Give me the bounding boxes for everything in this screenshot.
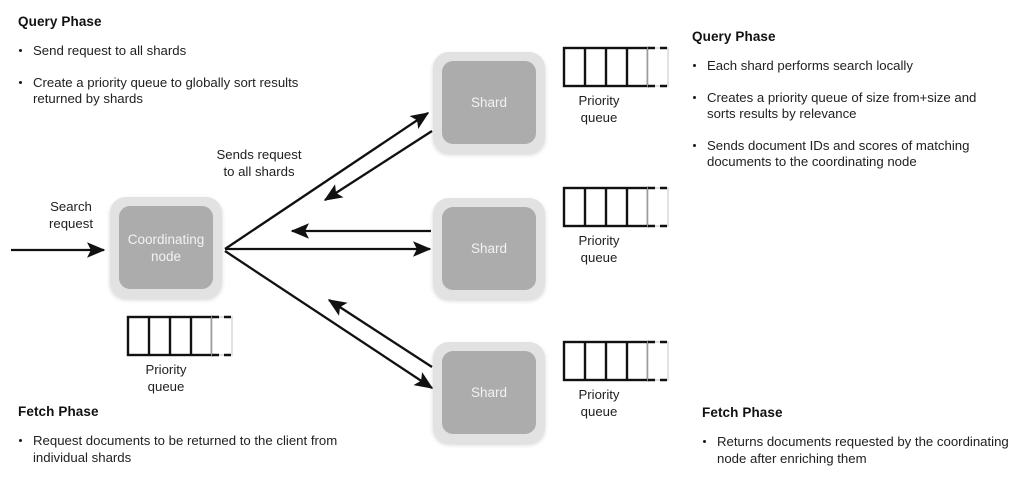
priority-queue-shard-1 bbox=[562, 46, 672, 88]
list-item: Each shard performs search locally bbox=[692, 58, 1007, 75]
queue-continuation-dashes bbox=[212, 315, 236, 357]
priority-queue-shard-3 bbox=[562, 340, 672, 382]
shard-node-body: Shard bbox=[442, 207, 536, 290]
arrow-coordinator-to-shard-3 bbox=[224, 250, 434, 389]
shard-node-2[interactable]: Shard bbox=[433, 198, 545, 299]
queue-cell-empty bbox=[647, 341, 669, 381]
priority-queue-shard-2 bbox=[562, 186, 672, 228]
panel-title: Fetch Phase bbox=[702, 405, 783, 420]
queue-cells bbox=[562, 46, 650, 88]
arrow-coordinator-to-shard-1 bbox=[224, 112, 430, 250]
queue-cells bbox=[562, 340, 650, 382]
panel-fetch-phase-right: Fetch Phase Returns documents requested … bbox=[702, 405, 1012, 467]
list-item-label: Each shard performs search locally bbox=[707, 58, 913, 73]
bullet-dot-icon bbox=[19, 49, 23, 53]
list-item-label: Request documents to be returned to the … bbox=[33, 433, 338, 465]
panel-title: Query Phase bbox=[18, 14, 102, 29]
queue-cell-empty bbox=[211, 316, 233, 356]
list-item-label: Create a priority queue to globally sort… bbox=[33, 74, 299, 107]
bullet-dot-icon bbox=[693, 95, 697, 99]
list-item-label: Returns documents requested by the coord… bbox=[717, 434, 1009, 466]
arrow-shard-1-to-coordinator bbox=[323, 130, 433, 201]
queue-continuation-dashes bbox=[648, 186, 672, 228]
bullet-dot-icon bbox=[19, 439, 23, 443]
panel-query-phase-left: Query Phase Send request to all shards C… bbox=[18, 14, 318, 108]
list-item: Send request to all shards bbox=[18, 43, 318, 60]
list-item-label: Send request to all shards bbox=[33, 43, 187, 58]
shard-node-label: Shard bbox=[470, 241, 508, 256]
bullet-dot-icon bbox=[703, 440, 707, 444]
list-item-label: Creates a priority queue of size from+si… bbox=[707, 89, 977, 122]
panel-title: Query Phase bbox=[692, 29, 776, 44]
list-item: Creates a priority queue of size from+si… bbox=[692, 90, 1007, 123]
list-item: Create a priority queue to globally sort… bbox=[18, 75, 318, 108]
queue-cell-empty bbox=[647, 187, 669, 227]
list-item-label: Sends document IDs and scores of matchin… bbox=[707, 137, 970, 170]
bullet-list: Request documents to be returned to the … bbox=[18, 433, 348, 466]
list-item: Returns documents requested by the coord… bbox=[702, 434, 1012, 467]
bullet-dot-icon bbox=[693, 143, 697, 147]
panel-query-phase-right: Query Phase Each shard performs search l… bbox=[692, 29, 1007, 171]
shard-node-label: Shard bbox=[470, 95, 508, 110]
bullet-dot-icon bbox=[19, 80, 23, 84]
list-item: Sends document IDs and scores of matchin… bbox=[692, 138, 1007, 171]
priority-queue-coordinating bbox=[126, 315, 236, 357]
shard-node-3[interactable]: Shard bbox=[433, 342, 545, 443]
queue-cell-empty bbox=[647, 47, 669, 87]
shard-node-1[interactable]: Shard bbox=[433, 52, 545, 153]
list-item: Request documents to be returned to the … bbox=[18, 433, 348, 466]
panel-title: Fetch Phase bbox=[18, 404, 99, 419]
shard-node-body: Shard bbox=[442, 61, 536, 144]
shard-node-body: Shard bbox=[442, 351, 536, 434]
bullet-list: Each shard performs search locally Creat… bbox=[692, 58, 1007, 171]
queue-cells bbox=[562, 186, 650, 228]
queue-continuation-dashes bbox=[648, 340, 672, 382]
queue-continuation-dashes bbox=[648, 46, 672, 88]
queue-cells bbox=[126, 315, 214, 357]
shard-node-label: Shard bbox=[470, 385, 508, 400]
bullet-dot-icon bbox=[693, 64, 697, 68]
bullet-list: Returns documents requested by the coord… bbox=[702, 434, 1012, 467]
arrow-shard-3-to-coordinator bbox=[327, 299, 433, 368]
panel-fetch-phase-left: Fetch Phase Request documents to be retu… bbox=[18, 404, 348, 466]
bullet-list: Send request to all shards Create a prio… bbox=[18, 43, 318, 108]
